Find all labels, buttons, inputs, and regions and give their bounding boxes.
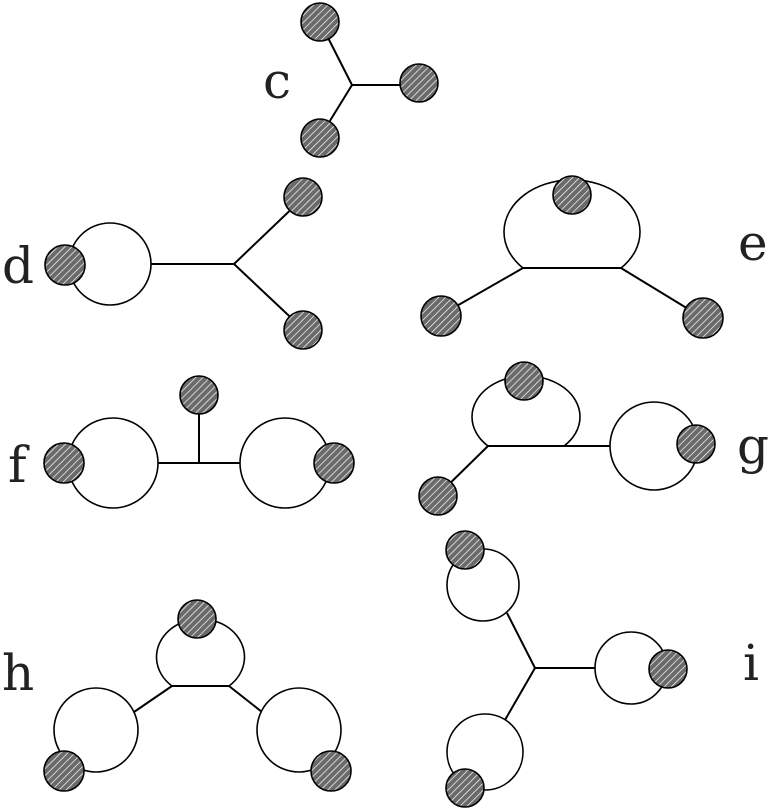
hatched-vertex-blob <box>420 295 462 337</box>
diagram-label-d: d <box>2 237 34 295</box>
diagram-c: c <box>263 2 439 158</box>
diagram-d: d <box>2 177 323 350</box>
diagram-label-g: g <box>737 417 769 475</box>
hatched-vertex-blob <box>44 244 86 286</box>
propagator-line <box>506 612 536 669</box>
hatched-vertex-blob <box>445 768 485 808</box>
hatched-vertex-blob <box>179 375 219 415</box>
diagram-label-c: c <box>263 52 291 110</box>
loop-circle <box>53 687 139 773</box>
hatched-vertex-blob <box>676 424 716 464</box>
diagram-e: e <box>420 175 768 339</box>
loop-circle <box>256 687 342 773</box>
diagram-label-i: i <box>743 634 759 692</box>
hatched-vertex-blob <box>399 63 439 103</box>
diagram-label-f: f <box>8 436 30 494</box>
diagram-h: h <box>2 599 352 792</box>
propagator-line <box>228 685 263 713</box>
hatched-vertex-blob <box>418 476 458 516</box>
propagator-line <box>504 667 536 721</box>
hatched-vertex-blob <box>283 310 323 350</box>
diagram-f: f <box>8 375 355 509</box>
hatched-vertex-blob <box>43 750 85 792</box>
diagram-i: i <box>445 530 759 808</box>
hatched-vertex-blob <box>300 2 340 42</box>
diagram-label-e: e <box>738 214 768 272</box>
hatched-vertex-blob <box>445 530 485 570</box>
hatched-vertex-blob <box>300 118 340 158</box>
hatched-vertex-blob <box>43 442 85 484</box>
propagator-line <box>133 685 173 713</box>
hatched-vertex-blob <box>283 177 323 217</box>
diagram-label-h: h <box>2 644 34 702</box>
diagram-g: g <box>418 361 769 516</box>
hatched-vertex-blob <box>313 442 355 484</box>
hatched-vertex-blob <box>552 175 592 215</box>
hatched-vertex-blob <box>177 599 217 639</box>
hatched-vertex-blob <box>310 750 352 792</box>
hatched-vertex-blob <box>682 297 724 339</box>
hatched-vertex-blob <box>648 649 688 689</box>
hatched-vertex-blob <box>504 361 544 401</box>
